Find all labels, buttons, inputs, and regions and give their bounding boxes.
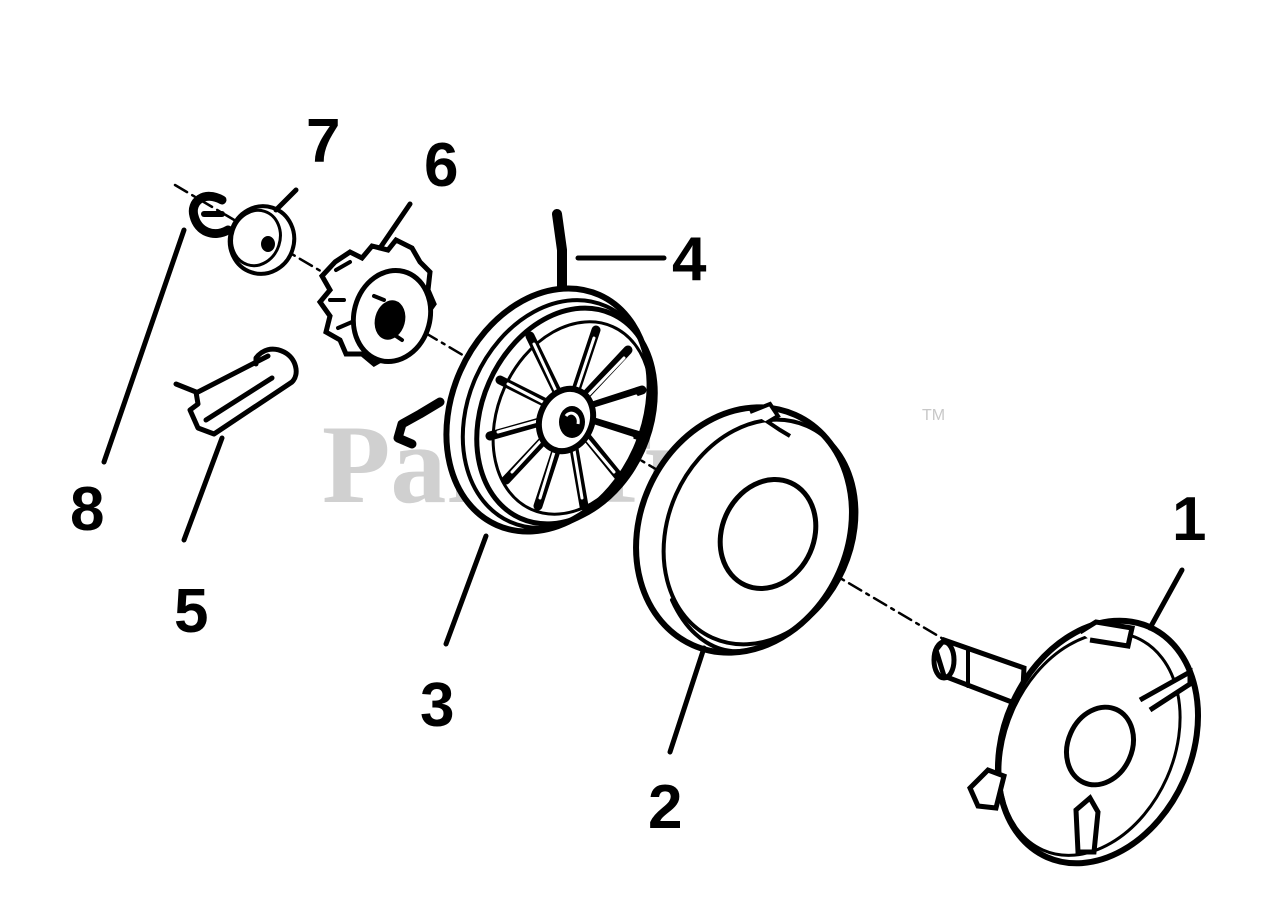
leader-1 xyxy=(1147,567,1185,631)
leader-6 xyxy=(377,201,413,251)
callout-8: 8 xyxy=(70,475,104,544)
leader-7 xyxy=(273,187,299,213)
callout-4: 4 xyxy=(672,225,707,294)
leader-lines xyxy=(101,187,1185,755)
callout-5: 5 xyxy=(174,577,208,646)
leader-2 xyxy=(667,645,707,755)
trademark: TM xyxy=(922,407,945,424)
part-8-retaining-clip[interactable] xyxy=(188,191,233,238)
callout-7: 7 xyxy=(306,107,340,176)
part-1-starter-cup[interactable] xyxy=(931,589,1235,896)
part-6-ratchet-gear[interactable] xyxy=(316,236,441,370)
part-4-starter-rope[interactable] xyxy=(393,209,567,449)
part-5-pawl-spring[interactable] xyxy=(173,346,299,437)
leader-3 xyxy=(443,533,489,647)
callout-2: 2 xyxy=(648,773,682,842)
callout-3: 3 xyxy=(420,671,454,740)
leader-5 xyxy=(181,435,225,543)
callout-6: 6 xyxy=(424,131,458,200)
part-2-recoil-spring[interactable] xyxy=(598,373,891,688)
leader-8 xyxy=(101,227,187,465)
callout-1: 1 xyxy=(1172,485,1206,554)
part-7-washer[interactable] xyxy=(221,198,303,282)
part-3-rope-pulley[interactable] xyxy=(409,256,688,564)
